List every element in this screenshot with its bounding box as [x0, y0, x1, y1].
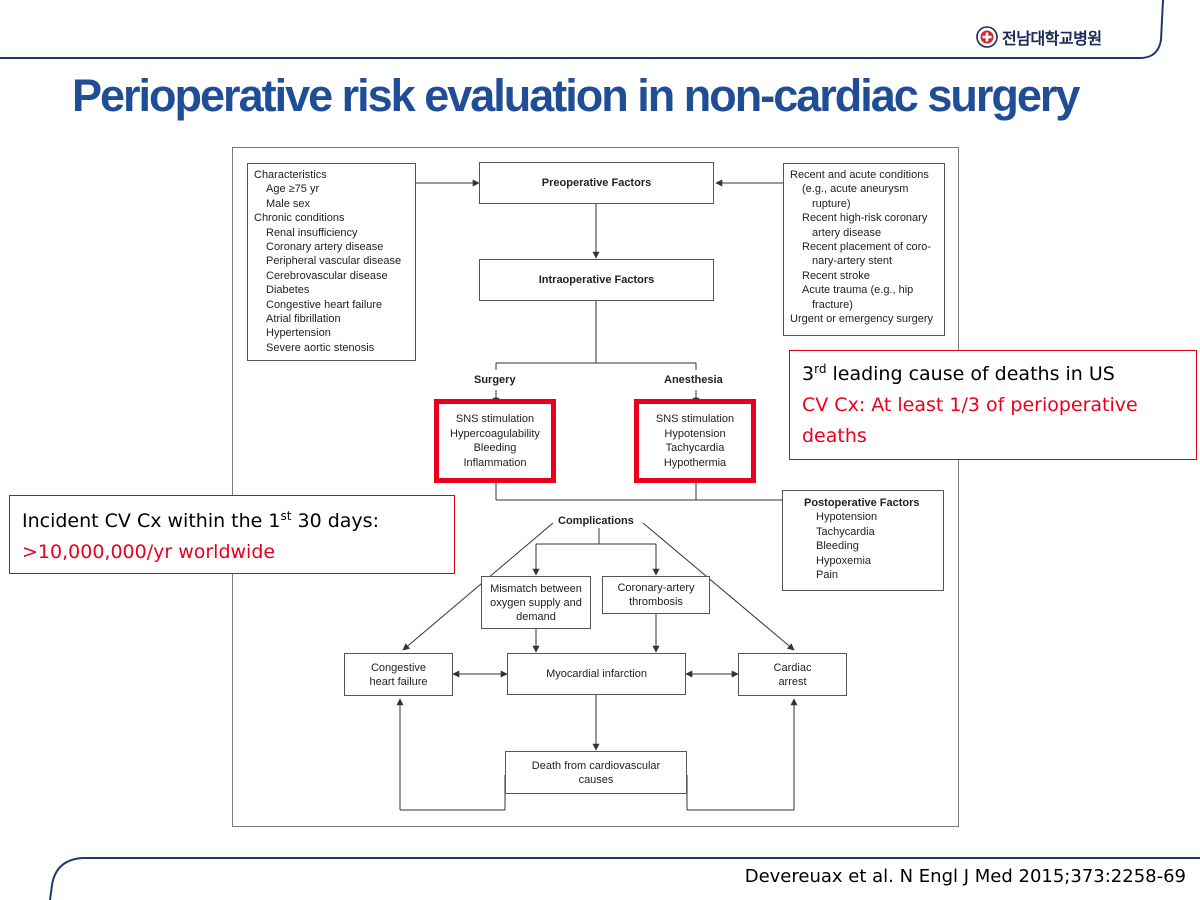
- congestive-heart-failure-box: Congestive heart failure: [344, 653, 453, 696]
- callout-right-line1: 3rd leading cause of deaths in US: [802, 362, 1115, 385]
- right-factor-item: (e.g., acute aneurysm: [802, 183, 909, 196]
- callout-left-line2: >10,000,000/yr worldwide: [22, 541, 276, 563]
- citation-text: Devereuax et al. N Engl J Med 2015;373:2…: [744, 866, 1186, 887]
- hospital-logo-text: 전남대학교병원: [1002, 29, 1102, 48]
- left-factor-item: Chronic conditions: [254, 212, 345, 225]
- hospital-emblem-icon: [976, 26, 998, 48]
- anesthesia-effect-item: SNS stimulation: [655, 413, 735, 425]
- diagram-connectors: [396, 179, 798, 811]
- left-factor-item: Cerebrovascular disease: [266, 269, 388, 282]
- postoperative-factor-item: Hypotension: [816, 511, 878, 524]
- recent-acute-conditions-box: Recent and acute conditions (e.g., acute …: [783, 163, 945, 336]
- surgery-label: Surgery: [474, 374, 516, 386]
- surgery-effect-item: Hypercoagulability: [450, 427, 540, 440]
- anesthesia-effect-item: Hypothermia: [663, 456, 727, 469]
- callout-right-line2: CV Cx: At least 1/3 of perioperative: [802, 394, 1138, 416]
- callout-left-line1: Incident CV Cx within the 1st 30 days:: [22, 509, 379, 532]
- anesthesia-effect-item: Hypotension: [664, 427, 726, 440]
- left-factor-item: Characteristics: [254, 169, 327, 181]
- left-factor-item: Hypertension: [266, 327, 331, 340]
- right-factor-item: nary-artery stent: [812, 255, 893, 268]
- right-factor-item: artery disease: [812, 226, 882, 239]
- surgery-effect-item: Inflammation: [463, 456, 527, 469]
- postoperative-factor-item: Tachycardia: [816, 525, 875, 538]
- right-factor-item: Urgent or emergency surgery: [790, 313, 934, 326]
- left-factor-item: Severe aortic stenosis: [266, 341, 375, 354]
- oxygen-mismatch-box: Mismatch between oxygen supply and deman…: [481, 576, 591, 629]
- left-factor-item: Peripheral vascular disease: [266, 255, 402, 268]
- anesthesia-effect-item: Tachycardia: [665, 442, 725, 454]
- incident-cv-cx-callout: Incident CV Cx within the 1st 30 days: >…: [9, 495, 455, 574]
- slide-title: Perioperative risk evaluation in non-car…: [72, 70, 1080, 121]
- cardiac-arrest-box: Cardiac arrest: [738, 653, 847, 696]
- anesthesia-label: Anesthesia: [664, 374, 723, 386]
- right-factor-item: fracture): [812, 298, 853, 311]
- right-factor-item: Recent high-risk coronary: [802, 212, 928, 225]
- left-factor-item: Congestive heart failure: [266, 298, 383, 311]
- right-factor-item: Acute trauma (e.g., hip: [802, 284, 914, 297]
- preoperative-factors-box: Preoperative Factors: [479, 162, 714, 204]
- coronary-thrombosis-box: Coronary-artery thrombosis: [602, 576, 710, 614]
- hospital-logo: 전남대학교병원: [976, 24, 1102, 50]
- left-factor-item: Male sex: [266, 197, 311, 210]
- right-factor-item: Recent stroke: [802, 269, 870, 282]
- postoperative-factor-item: Bleeding: [816, 540, 859, 553]
- us-death-cause-callout: 3rd leading cause of deaths in US CV Cx:…: [789, 350, 1197, 460]
- right-factor-item: rupture): [812, 197, 851, 210]
- surgery-effect-item: Bleeding: [473, 442, 517, 454]
- right-factor-item: Recent and acute conditions: [790, 169, 929, 181]
- postoperative-factor-item: Pain: [816, 569, 839, 582]
- callout-right-line3: deaths: [802, 425, 867, 447]
- intraoperative-factors-box: Intraoperative Factors: [479, 259, 714, 301]
- postoperative-factors-title: Postoperative Factors: [804, 497, 920, 509]
- left-factor-item: Atrial fibrillation: [266, 313, 341, 326]
- complications-label: Complications: [558, 515, 634, 527]
- left-factor-item: Coronary artery disease: [266, 241, 384, 254]
- left-factor-item: Age ≥75 yr: [266, 183, 320, 196]
- cardiovascular-death-box: Death from cardiovascular causes: [505, 751, 687, 794]
- myocardial-infarction-box: Myocardial infarction: [507, 653, 686, 695]
- left-factor-item: Renal insufficiency: [266, 226, 358, 239]
- surgery-effect-item: SNS stimulation: [455, 413, 535, 425]
- right-factor-item: Recent placement of coro-: [802, 241, 932, 254]
- postoperative-factor-item: Hypoxemia: [816, 554, 872, 567]
- left-factor-item: Diabetes: [266, 284, 310, 297]
